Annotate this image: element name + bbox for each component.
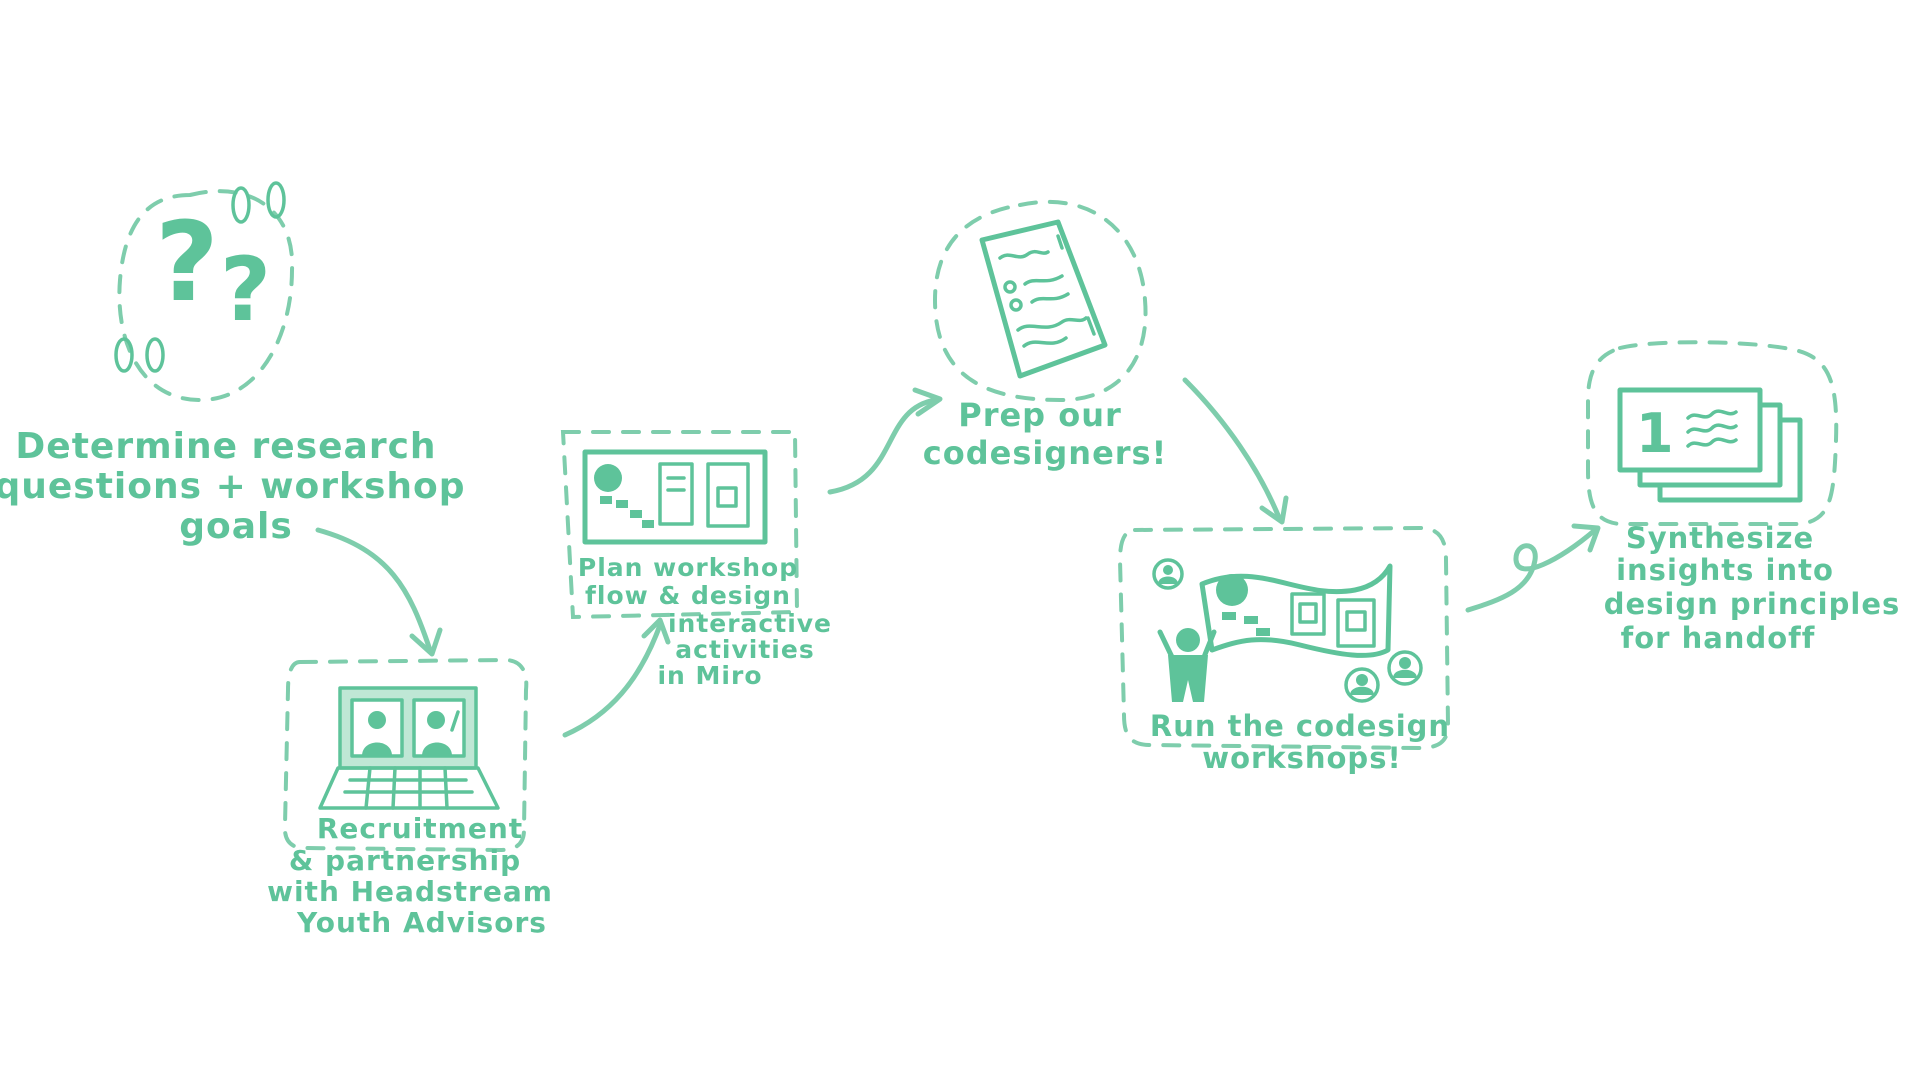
step-6-line: insights into xyxy=(1616,553,1834,587)
step-4-frame xyxy=(932,199,1148,403)
step-3-line: Plan workshop xyxy=(578,553,798,582)
step-1-frame xyxy=(117,189,295,403)
step-4-line: Prep our xyxy=(958,396,1122,434)
step-6-line: for handoff xyxy=(1621,621,1816,655)
step-2-line: Youth Advisors xyxy=(296,906,547,939)
step-2-label: Recruitment & partnership with Headstrea… xyxy=(267,812,553,939)
step-3-label: Plan workshop flow & design interactive … xyxy=(578,553,832,690)
step-2-line: with Headstream xyxy=(267,875,553,908)
arrow-2-to-3 xyxy=(562,617,671,738)
laptop-video-call-icon xyxy=(318,686,500,810)
step-3-frame xyxy=(560,430,800,620)
step-6-frame xyxy=(1586,340,1839,526)
whiteboard-icon xyxy=(582,449,768,545)
step-6-line: design principles xyxy=(1604,587,1901,621)
arrow-5-to-6 xyxy=(1465,523,1601,613)
step-1-line: questions + workshop xyxy=(0,466,466,507)
arrow-1-to-2 xyxy=(315,527,443,657)
step-1-label: Determine research questions + workshop … xyxy=(0,426,466,547)
question-marks-icon: ? ? xyxy=(114,181,286,373)
step-6: 1 Synthesize insights into design princi… xyxy=(1586,340,1901,655)
step-2-frame xyxy=(282,657,529,853)
step-6-label: Synthesize insights into design principl… xyxy=(1604,521,1901,655)
step-3-line: interactive xyxy=(668,609,832,638)
step-1: ? ? Determine research questions + works… xyxy=(0,181,466,547)
svg-text:?: ? xyxy=(220,238,272,341)
step-1-line: goals xyxy=(179,506,293,547)
step-3-line: flow & design xyxy=(585,581,791,610)
insight-cards-icon: 1 xyxy=(1617,387,1803,503)
step-5-label: Run the codesign workshops! xyxy=(1150,709,1450,775)
step-2: Recruitment & partnership with Headstrea… xyxy=(267,657,553,939)
arrow-3-to-4 xyxy=(827,387,943,495)
workshop-board-icon xyxy=(1152,558,1423,703)
step-4-label: Prep our codesigners! xyxy=(923,396,1167,472)
step-2-line: Recruitment xyxy=(317,812,523,845)
step-2-line: & partnership xyxy=(289,844,521,877)
step-3: Plan workshop flow & design interactive … xyxy=(560,430,832,690)
checklist-document-icon xyxy=(979,219,1108,379)
svg-text:1: 1 xyxy=(1636,402,1675,465)
step-3-line: activities xyxy=(675,635,814,664)
step-4-line: codesigners! xyxy=(923,434,1167,472)
arrow-4-to-5 xyxy=(1182,377,1289,525)
step-5: Run the codesign workshops! xyxy=(1117,525,1451,775)
step-1-line: Determine research xyxy=(15,426,436,467)
step-3-line: in Miro xyxy=(657,661,762,690)
step-5-frame xyxy=(1117,525,1451,751)
step-5-line: Run the codesign xyxy=(1150,709,1450,743)
step-4: Prep our codesigners! xyxy=(923,199,1167,472)
step-6-line: Synthesize xyxy=(1626,521,1814,555)
step-5-line: workshops! xyxy=(1202,741,1401,775)
svg-text:?: ? xyxy=(155,198,220,326)
